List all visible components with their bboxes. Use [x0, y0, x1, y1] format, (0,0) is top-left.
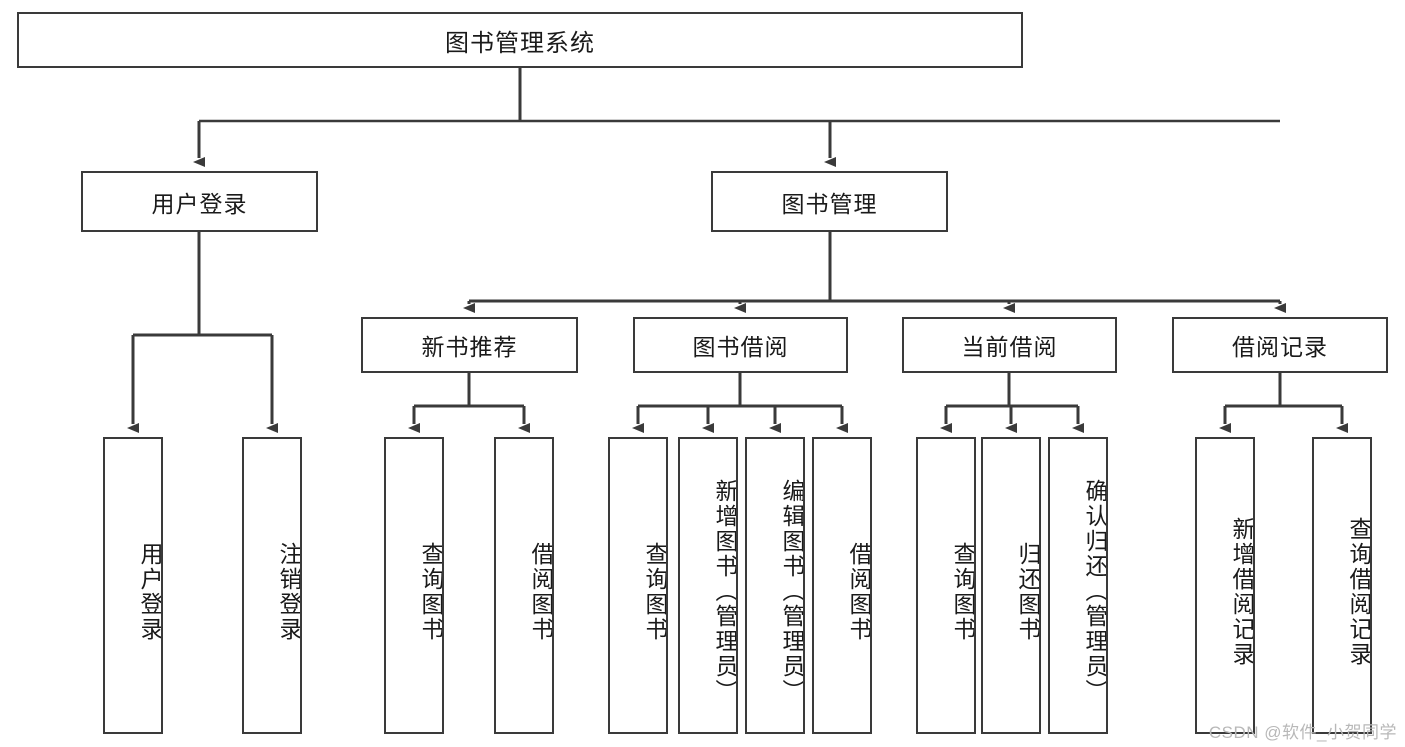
node-book-borrow[interactable]: 图书借阅 — [633, 317, 848, 373]
node-current-borrow[interactable]: 当前借阅 — [902, 317, 1117, 373]
watermark-csdn: CSDN @软件_小贺同学 — [1208, 723, 1397, 742]
leaf-add-borrow-record[interactable]: 新增借阅记录 — [1195, 437, 1255, 734]
leaf-edit-book-admin[interactable]: 编辑图书（管理员） — [745, 437, 805, 734]
leaf-user-logout[interactable]: 注销登录 — [242, 437, 302, 734]
leaf-borrow-book-recommend[interactable]: 借阅图书 — [494, 437, 554, 734]
leaf-query-book-borrow[interactable]: 查询图书 — [608, 437, 668, 734]
node-book-management[interactable]: 图书管理 — [711, 171, 948, 232]
leaf-borrow-book[interactable]: 借阅图书 — [812, 437, 872, 734]
leaf-return-book[interactable]: 归还图书 — [981, 437, 1041, 734]
node-user-login[interactable]: 用户登录 — [81, 171, 318, 232]
node-borrow-record[interactable]: 借阅记录 — [1172, 317, 1388, 373]
leaf-query-book-recommend[interactable]: 查询图书 — [384, 437, 444, 734]
node-new-book-recommend[interactable]: 新书推荐 — [361, 317, 578, 373]
leaf-add-book-admin[interactable]: 新增图书（管理员） — [678, 437, 738, 734]
leaf-user-login[interactable]: 用户登录 — [103, 437, 163, 734]
leaf-query-book-current[interactable]: 查询图书 — [916, 437, 976, 734]
node-root-book-management-system[interactable]: 图书管理系统 — [17, 12, 1023, 68]
leaf-confirm-return-admin[interactable]: 确认归还（管理员） — [1048, 437, 1108, 734]
leaf-query-borrow-record[interactable]: 查询借阅记录 — [1312, 437, 1372, 734]
